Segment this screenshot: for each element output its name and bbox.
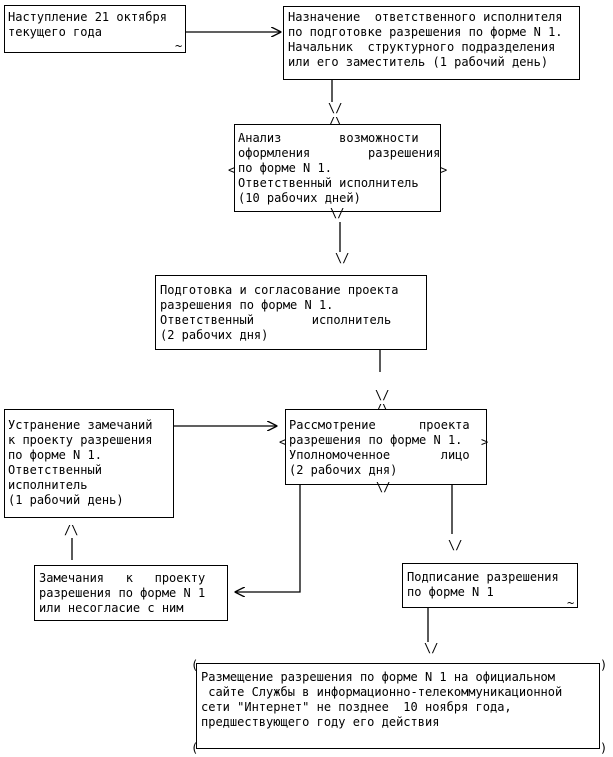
tilde-mark: ~: [567, 596, 575, 610]
side-mark-left: <: [279, 435, 287, 449]
box-start: [4, 5, 186, 53]
box-publish-text: Размещение разрешения по форме N 1 на оф…: [201, 670, 562, 730]
text-line: Замечания к проекту: [39, 571, 206, 585]
text-line: сайте Службы в информационно-телекоммуни…: [201, 685, 563, 699]
text-line: разрешения по форме N 1.: [289, 433, 463, 447]
side-mark-right: >: [481, 435, 489, 449]
text-line: Начальник структурного подразделения: [288, 40, 556, 54]
box-fix: [4, 409, 174, 518]
box-analysis: [234, 124, 441, 212]
side-mark-left: <: [228, 163, 236, 177]
text-line: разрешения по форме N 1.: [160, 298, 334, 312]
text-line: или несогласие с ним: [39, 601, 184, 615]
arrowhead-down-icon: \/: [376, 480, 391, 494]
text-line: по подготовке разрешения по форме N 1.: [288, 25, 563, 39]
text-line: (2 рабочих дня): [160, 328, 269, 342]
corner-mark: ): [600, 741, 608, 755]
text-line: Уполномоченное лицо: [289, 448, 470, 462]
text-line: (1 рабочий день): [8, 493, 124, 507]
tilde-mark: ~: [175, 39, 183, 53]
text-line: Рассмотрение проекта: [289, 418, 470, 432]
text-line: сети "Интернет" не позднее 10 ноября год…: [201, 700, 512, 714]
text-line: по форме N 1: [407, 585, 494, 599]
text-line: (2 рабочих дня): [289, 463, 398, 477]
arrowhead-down-icon: \/: [328, 101, 343, 115]
arrowhead-down-icon: \/: [335, 251, 350, 265]
text-line: по форме N 1.: [8, 448, 102, 462]
text-line: к проекту разрешения: [8, 433, 153, 447]
text-line: Наступление 21 октября: [8, 10, 167, 24]
text-line: Подписание разрешения: [407, 570, 559, 584]
text-line: разрешения по форме N 1: [39, 586, 206, 600]
text-line: (10 рабочих дней): [238, 191, 361, 205]
arrowhead-up-icon: /\: [64, 523, 79, 537]
side-mark-right: >: [440, 163, 448, 177]
text-line: Ответственный: [8, 463, 102, 477]
text-line: Ответственный исполнитель: [238, 176, 419, 190]
box-remarks: [34, 565, 228, 621]
arrowhead-down-icon: \/: [330, 206, 345, 220]
text-line: Анализ возможности: [238, 131, 419, 145]
text-line: или его заместитель (1 рабочий день): [288, 55, 549, 69]
text-line: предшествующего году его действия: [201, 715, 440, 729]
text-line: по форме N 1.: [238, 161, 332, 175]
text-line: Устранение замечаний: [8, 418, 153, 432]
arrowhead-down-icon: \/: [375, 388, 390, 402]
text-line: Подготовка и согласование проекта: [160, 283, 399, 297]
corner-mark: ): [600, 658, 608, 672]
box-assign: [283, 6, 580, 80]
box-sign: [402, 563, 578, 608]
corner-mark: (: [191, 658, 199, 672]
corner-mark: (: [191, 741, 199, 755]
text-line: текущего года: [8, 25, 102, 39]
arrow-review-to-remarks: [236, 485, 301, 592]
text-line: оформления разрешения: [238, 146, 441, 160]
text-line: Назначение ответственного исполнителя: [288, 10, 563, 24]
text-line: Размещение разрешения по форме N 1 на оф…: [201, 670, 556, 684]
text-line: исполнитель: [8, 478, 88, 492]
box-publish: [196, 663, 600, 749]
arrowhead-down-icon: \/: [448, 538, 463, 552]
box-prepare: [155, 275, 427, 350]
arrowhead-down-icon: \/: [424, 641, 439, 655]
text-line: Ответственный исполнитель: [160, 313, 392, 327]
box-review: [285, 409, 487, 485]
